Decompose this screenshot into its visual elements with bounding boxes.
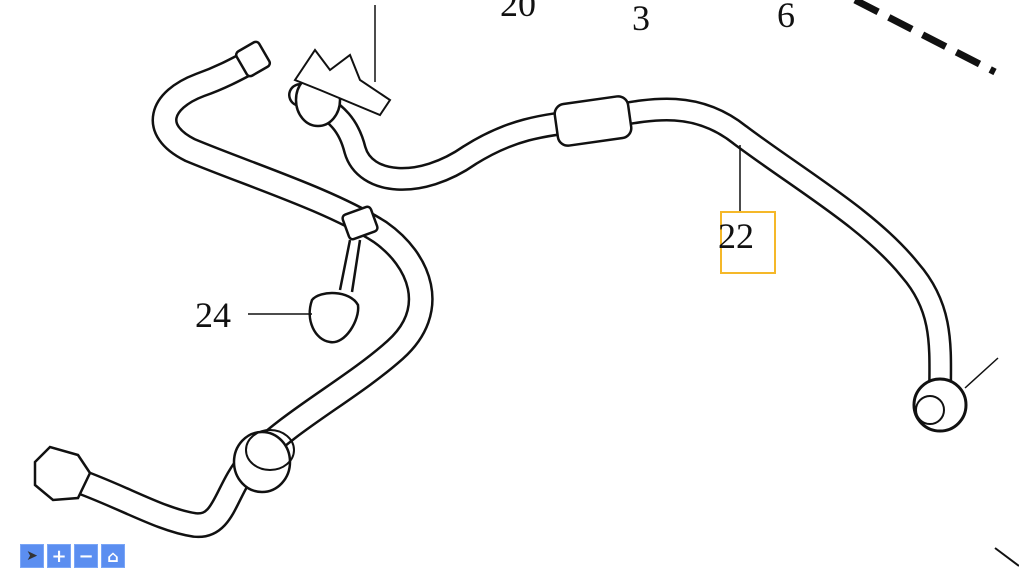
sleeve bbox=[553, 95, 633, 147]
dashed-boundary bbox=[853, 0, 997, 76]
zoom-in-button[interactable]: + bbox=[47, 544, 71, 568]
callout-highlight bbox=[720, 211, 776, 274]
bulb-joint bbox=[232, 430, 292, 494]
callout-24[interactable]: 24 bbox=[195, 295, 231, 335]
viewer-toolbar: ➤ + − ⌂ bbox=[20, 544, 125, 568]
callout-6[interactable]: 6 bbox=[777, 0, 795, 35]
callout-3[interactable]: 3 bbox=[632, 0, 650, 38]
callout-20[interactable]: 20 bbox=[500, 0, 536, 24]
home-button[interactable]: ⌂ bbox=[101, 544, 125, 568]
callout-22[interactable]: 22 bbox=[718, 216, 754, 256]
zoom-out-button[interactable]: − bbox=[74, 544, 98, 568]
bracket-24 bbox=[308, 291, 360, 344]
home-icon: ⌂ bbox=[107, 546, 119, 566]
connector-left bbox=[33, 445, 92, 502]
zoom-in-icon: + bbox=[51, 545, 67, 567]
pointer-button[interactable]: ➤ bbox=[20, 544, 44, 568]
pointer-icon: ➤ bbox=[26, 548, 38, 564]
zoom-out-icon: − bbox=[78, 545, 94, 567]
